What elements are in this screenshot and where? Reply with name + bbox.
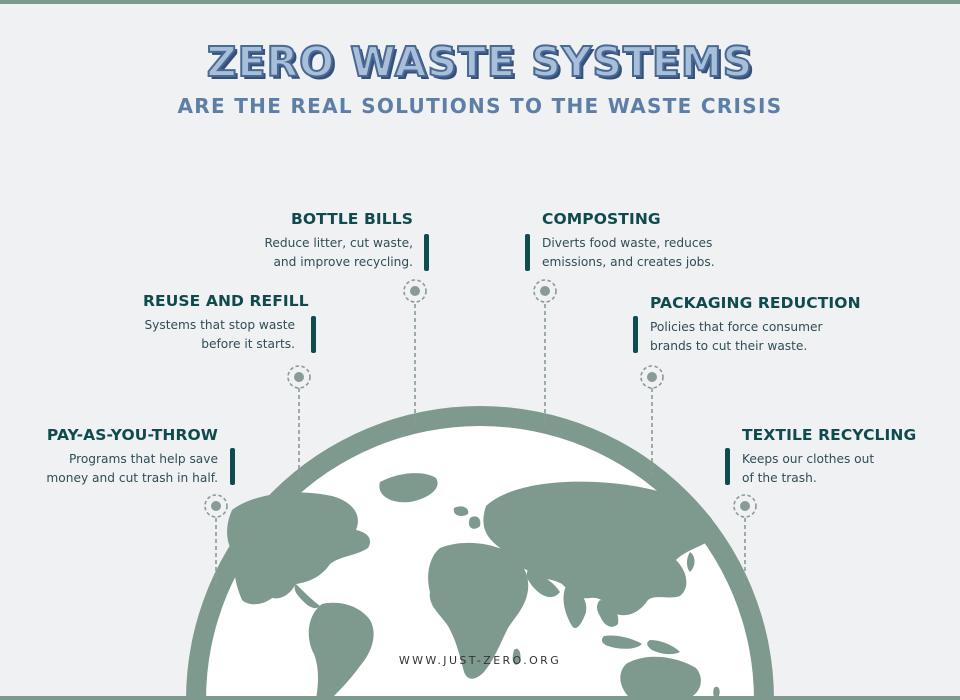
solution-packaging-reduction: PACKAGING REDUCTION Policies that force …	[650, 294, 861, 356]
target-circle-icon	[640, 365, 664, 389]
accent-bar	[230, 448, 235, 485]
solution-description: Diverts food waste, reduces emissions, a…	[542, 236, 715, 269]
solution-description: Programs that help save money and cut tr…	[46, 452, 218, 485]
solution-textile-recycling: TEXTILE RECYCLING Keeps our clothes out …	[742, 426, 916, 488]
target-circle-icon	[287, 365, 311, 389]
solution-reuse-and-refill: REUSE AND REFILL Systems that stop waste…	[143, 292, 309, 354]
target-circle-icon	[204, 494, 228, 518]
solution-title: PAY-AS-YOU-THROW	[46, 426, 218, 444]
accent-bar	[311, 316, 316, 353]
page-title: ZERO WASTE SYSTEMS	[206, 37, 754, 87]
accent-bar	[525, 234, 530, 271]
solution-title: BOTTLE BILLS	[290, 210, 413, 228]
target-circle-icon	[403, 279, 427, 303]
target-circle-icons	[204, 279, 757, 518]
target-circle-icon	[533, 279, 557, 303]
top-border	[0, 0, 960, 4]
footer-url: WWW.JUST-ZERO.ORG	[398, 654, 562, 667]
solution-description: Reduce litter, cut waste, and improve re…	[264, 236, 413, 269]
connector-lines	[215, 304, 746, 584]
solution-description: Policies that force consumer brands to c…	[650, 320, 823, 353]
globe-icon	[186, 406, 774, 700]
solution-title: COMPOSTING	[542, 210, 661, 228]
solution-title: REUSE AND REFILL	[143, 292, 309, 310]
target-circle-icon	[733, 494, 757, 518]
accent-bar	[633, 316, 638, 353]
solution-composting: COMPOSTING Diverts food waste, reduces e…	[542, 210, 747, 272]
solution-description: Systems that stop waste before it starts…	[144, 318, 295, 351]
solution-pay-as-you-throw: PAY-AS-YOU-THROW Programs that help save…	[13, 426, 218, 488]
accent-bar	[424, 234, 429, 271]
bottom-border	[0, 696, 960, 700]
accent-bar	[725, 448, 730, 485]
page-subtitle: ARE THE REAL SOLUTIONS TO THE WASTE CRIS…	[177, 94, 783, 118]
solution-title: PACKAGING REDUCTION	[650, 294, 861, 312]
solution-description: Keeps our clothes out of the trash.	[742, 452, 875, 485]
solution-title: TEXTILE RECYCLING	[742, 426, 917, 444]
solution-bottle-bills: BOTTLE BILLS Reduce litter, cut waste, a…	[208, 210, 413, 272]
